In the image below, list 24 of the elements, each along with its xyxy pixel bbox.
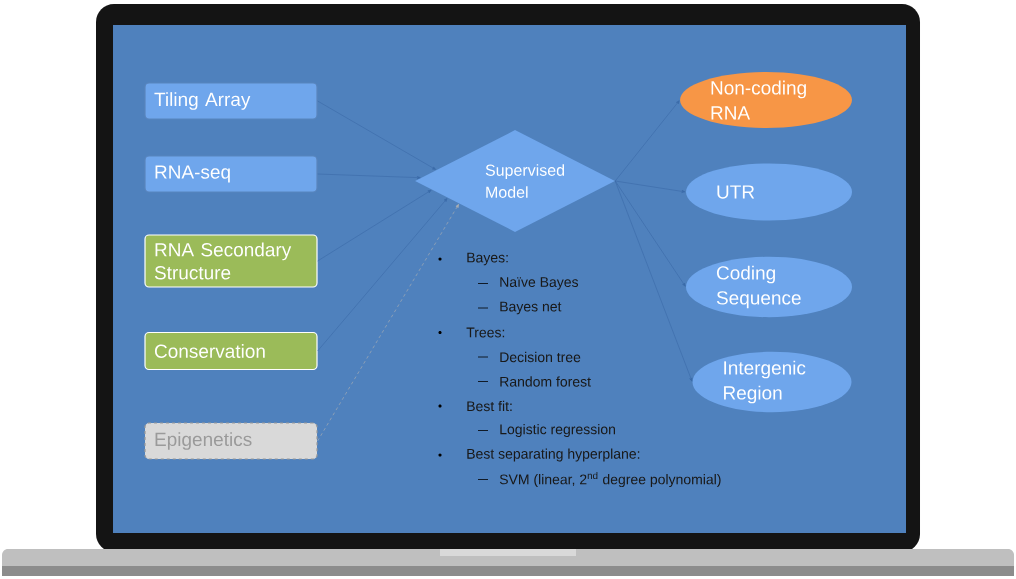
arrow [317,189,432,262]
input-box: RNA-seq [144,155,318,193]
list-item: Bayes: [467,252,508,266]
arrow [614,180,693,382]
list-item: Bayes net [500,301,562,315]
arrow [317,173,421,180]
list-item: Random forest [500,376,591,387]
list-item: Logistic regression [500,424,615,438]
arrow [614,180,686,287]
input-box: Conservation [144,331,318,371]
input-box: Tiling Array [144,82,318,120]
list-item: Best separating hyperplane: [467,448,640,462]
list-item: Decision tree [500,351,581,363]
arrow [614,100,680,182]
arrow [317,100,436,170]
list-item: SVM (linear, 2$^{nd}$ degree polynomial) [499,471,721,488]
input-box: Epigenetics [144,422,318,460]
arrow [317,204,459,442]
input-box: RNA Secondary Structure [144,234,318,288]
list-item: Naïve Bayes [500,277,579,290]
list-item: Best fit: [467,400,512,412]
arrow [614,180,686,193]
arrow [317,198,448,352]
list-item: Trees: [466,327,505,338]
